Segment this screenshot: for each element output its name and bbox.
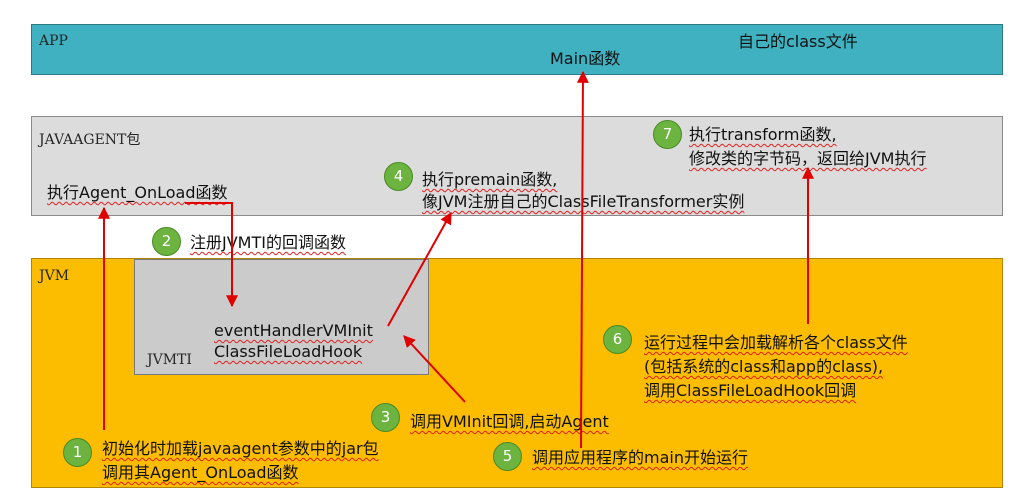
step-1-text-line-1: 初始化时加载javaagent参数中的jar包 (102, 439, 379, 458)
step-2-text: 注册JVMTI的回调函数 (190, 233, 346, 252)
step-5-badge: 5 (493, 442, 522, 471)
agent-onload-label: 执行Agent_OnLoad函数 (47, 183, 228, 202)
app-layer-label: APP (39, 33, 68, 49)
step-1-badge: 1 (63, 438, 92, 467)
step-7-badge: 7 (653, 120, 682, 149)
class-file-load-hook-label: ClassFileLoadHook (214, 342, 363, 361)
own-class-files-label: 自己的class文件 (738, 32, 858, 51)
jvmti-label: JVMTI (147, 352, 192, 368)
jvmti-box (134, 259, 429, 375)
app-layer (31, 24, 1003, 75)
jvm-layer-label: JVM (39, 268, 70, 284)
step-1-text-line-2: 调用其Agent_OnLoad函数 (102, 463, 299, 482)
step-3-text: 调用VMInit回调,启动Agent (410, 412, 609, 431)
step-6-text-line-3: 调用ClassFileLoadHook回调 (644, 381, 857, 400)
event-handler-vminit-label: eventHandlerVMInit (214, 321, 373, 340)
step-4-badge: 4 (384, 162, 413, 191)
javaagent-layer-label: JAVAAGENT包 (39, 132, 141, 148)
step-5-text: 调用应用程序的main开始运行 (532, 448, 748, 467)
step-3-badge: 3 (371, 403, 400, 432)
step-2-badge: 2 (152, 227, 181, 256)
step-4-text-line-2: 像JVM注册自己的ClassFileTransformer实例 (422, 192, 745, 211)
step-6-text-line-2: (包括系统的class和app的class), (644, 357, 884, 376)
step-6-badge: 6 (603, 325, 632, 354)
step-7-text-line-1: 执行transform函数, (689, 125, 837, 144)
main-function-label: Main函数 (550, 49, 621, 68)
step-4-text-line-1: 执行premain函数, (422, 170, 558, 189)
step-7-text-line-2: 修改类的字节码，返回给JVM执行 (689, 149, 927, 168)
javaagent-layer (31, 116, 1003, 216)
step-6-text-line-1: 运行过程中会加载解析各个class文件 (644, 333, 908, 352)
